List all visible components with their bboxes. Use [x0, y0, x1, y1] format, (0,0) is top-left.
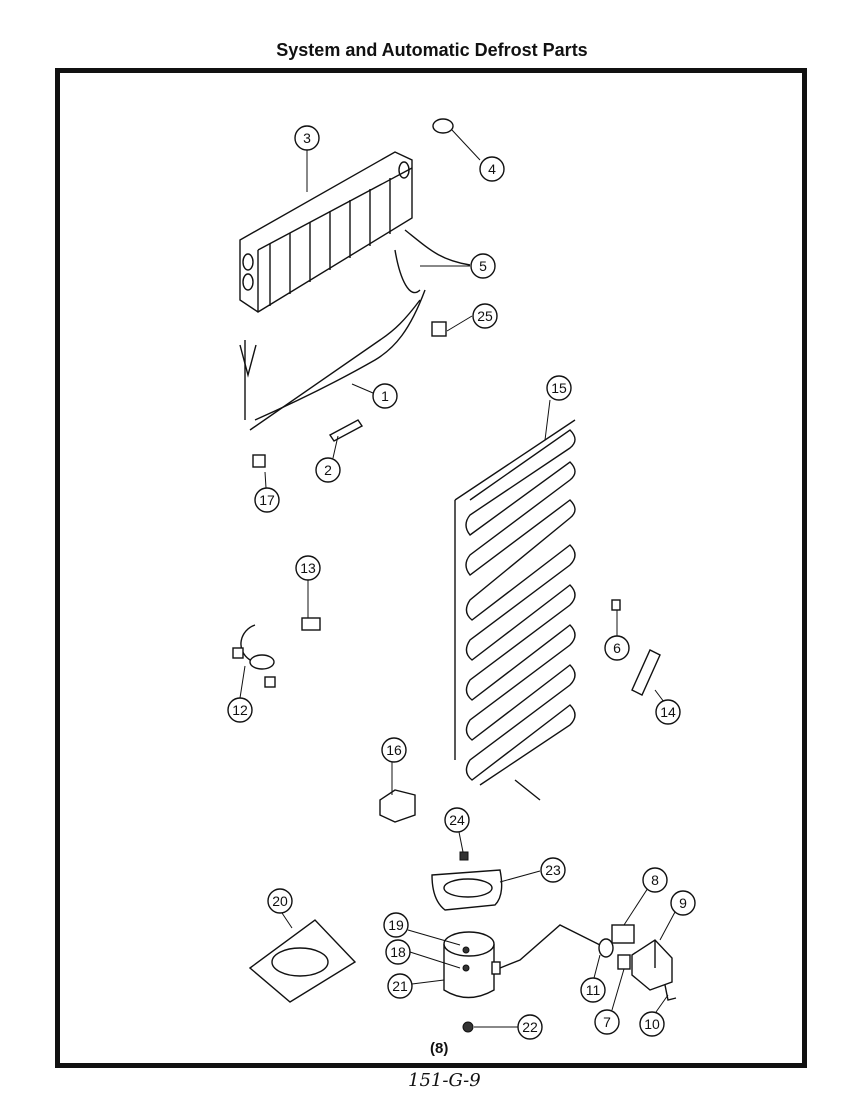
accumulator-part [432, 118, 481, 161]
svg-text:3: 3 [303, 130, 311, 146]
callout-8: 8 [642, 867, 668, 893]
callout-21: 21 [387, 973, 413, 999]
callout-2: 2 [315, 457, 341, 483]
overload-cover-part [631, 939, 677, 1001]
svg-text:10: 10 [644, 1016, 660, 1032]
svg-text:22: 22 [522, 1019, 538, 1035]
drain-tube-part [328, 419, 364, 442]
callout-15: 15 [546, 375, 572, 401]
callout-13: 13 [295, 555, 321, 581]
callout-25: 25 [472, 303, 498, 329]
callout-16: 16 [381, 737, 407, 763]
svg-text:11: 11 [586, 982, 601, 998]
footer-code: 151-G-9 [408, 1070, 481, 1091]
drain-pan-part [431, 869, 503, 911]
callout-22: 22 [517, 1014, 543, 1040]
page-number: (8) [430, 1040, 449, 1057]
svg-text:23: 23 [545, 862, 561, 878]
callout-20: 20 [267, 888, 293, 914]
svg-text:18: 18 [390, 944, 406, 960]
relay-part [598, 924, 635, 970]
grommet-part-22 [462, 1021, 474, 1033]
thermostat-part [301, 617, 321, 631]
callout-1: 1 [372, 383, 398, 409]
callout-5: 5 [470, 253, 496, 279]
svg-text:2: 2 [324, 462, 332, 478]
svg-text:4: 4 [488, 161, 496, 177]
callout-9: 9 [670, 890, 696, 916]
callout-4: 4 [479, 156, 505, 182]
leader-lines [239, 150, 676, 1028]
callout-24: 24 [444, 807, 470, 833]
evaporator-part [239, 151, 413, 313]
svg-text:19: 19 [388, 917, 404, 933]
grommet-part-24 [459, 851, 469, 861]
svg-text:9: 9 [679, 895, 687, 911]
callout-10: 10 [639, 1011, 665, 1037]
svg-text:12: 12 [232, 702, 248, 718]
svg-text:13: 13 [300, 560, 316, 576]
svg-text:5: 5 [479, 258, 487, 274]
page-title: System and Automatic Defrost Parts [276, 40, 588, 60]
callout-6: 6 [604, 635, 630, 661]
bracket-part-14 [631, 649, 661, 696]
harness-part [232, 624, 276, 688]
svg-text:8: 8 [651, 872, 659, 888]
svg-text:17: 17 [259, 492, 275, 508]
suction-line-part [394, 229, 471, 294]
callout-14: 14 [655, 699, 681, 725]
svg-text:20: 20 [272, 893, 288, 909]
screw-part-6 [611, 599, 621, 611]
callout-7: 7 [594, 1009, 620, 1035]
callout-19: 19 [383, 912, 409, 938]
svg-text:16: 16 [386, 742, 402, 758]
svg-text:6: 6 [613, 640, 621, 656]
clip-part-25 [431, 321, 447, 337]
callout-12: 12 [227, 697, 253, 723]
svg-text:7: 7 [603, 1014, 611, 1030]
svg-text:14: 14 [660, 704, 676, 720]
callout-17: 17 [254, 487, 280, 513]
svg-text:24: 24 [449, 812, 465, 828]
callout-23: 23 [540, 857, 566, 883]
defrost-heater-part [239, 289, 426, 431]
callout-11: 11 [580, 977, 606, 1003]
diagram-frame [55, 68, 807, 1068]
bracket-part-16 [379, 789, 416, 823]
callout-3: 3 [294, 125, 320, 151]
clip-part-17 [252, 454, 266, 468]
callout-18: 18 [385, 939, 411, 965]
svg-text:25: 25 [477, 308, 493, 324]
svg-text:15: 15 [551, 380, 567, 396]
svg-text:1: 1 [381, 388, 389, 404]
condenser-part [454, 419, 576, 801]
compressor-part [443, 924, 601, 999]
base-plate-part [248, 919, 357, 1003]
svg-text:21: 21 [392, 978, 408, 994]
